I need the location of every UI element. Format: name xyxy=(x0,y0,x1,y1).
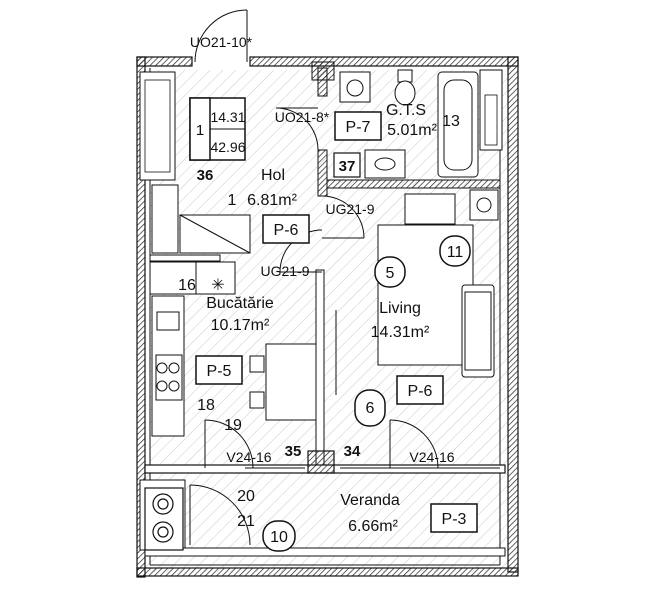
room-veranda-panel: P-3 xyxy=(442,511,467,528)
element-number-20: 20 xyxy=(237,488,255,505)
apartment-number: 1 xyxy=(196,122,204,139)
room-bucatarie: Bucătărie 10.17m² P-5 xyxy=(195,295,274,385)
wall-numbers: 36 37 35 34 13 16 18 19 20 21 1 xyxy=(178,113,460,530)
room-hol-name: Hol xyxy=(261,167,285,184)
marker-10: 10 xyxy=(270,529,288,546)
element-number-19: 19 xyxy=(224,417,242,434)
room-bucatarie-name: Bucătărie xyxy=(206,295,274,312)
veranda-fixtures xyxy=(144,487,184,551)
element-number-21: 21 xyxy=(237,513,255,530)
door-living-top-code: UG21-9 xyxy=(325,201,374,217)
apartment-total-area: 42.96 xyxy=(210,139,245,155)
element-number-13: 13 xyxy=(442,113,460,130)
room-gts-panel: P-7 xyxy=(346,119,371,136)
room-hol: Hol 6.81m² P-6 xyxy=(247,167,310,244)
room-gts-name: G.T.S xyxy=(386,102,426,119)
apartment-living-area: 14.31 xyxy=(210,109,245,125)
asterisk-mark: ✳ xyxy=(211,277,224,294)
wall-number-36: 36 xyxy=(197,167,214,184)
element-number-18: 18 xyxy=(197,397,215,414)
room-living: Living 14.31m² P-6 xyxy=(371,300,444,405)
wall-number-35: 35 xyxy=(285,443,302,460)
room-living-panel: P-6 xyxy=(408,383,433,400)
element-number-16: 16 xyxy=(178,277,196,294)
outer-walls xyxy=(136,56,519,578)
room-hol-area: 6.81m² xyxy=(247,192,297,209)
door-swings xyxy=(189,9,439,546)
wall-number-37: 37 xyxy=(339,158,356,175)
element-number-1: 1 xyxy=(228,192,237,209)
room-bucatarie-area: 10.17m² xyxy=(211,317,270,334)
room-gts: G.T.S 5.01m² P-7 xyxy=(334,102,438,141)
apartment-info-box: 1 14.31 42.96 xyxy=(196,109,246,155)
marker-6: 6 xyxy=(366,400,375,417)
circle-markers: 5 11 6 10 xyxy=(262,235,471,552)
door-codes: UO21-10* UO21-8* UG21-9 UG21-9 xyxy=(190,34,375,279)
room-veranda-area: 6.66m² xyxy=(348,518,398,535)
room-veranda: Veranda 6.66m² P-3 xyxy=(340,492,478,535)
door-bath-code: UO21-8* xyxy=(275,109,330,125)
marker-11: 11 xyxy=(447,244,464,261)
room-veranda-name: Veranda xyxy=(340,492,400,509)
room-living-area: 14.31m² xyxy=(371,324,430,341)
room-bucatarie-panel: P-5 xyxy=(207,363,232,380)
kitchen-furniture xyxy=(149,184,317,437)
window-codes: V24-16 V24-16 xyxy=(226,449,454,465)
room-hol-panel: P-6 xyxy=(274,222,299,239)
room-gts-area: 5.01m² xyxy=(387,122,437,139)
door-living-mid-code: UG21-9 xyxy=(260,263,309,279)
door-entry-code: UO21-10* xyxy=(190,34,253,50)
marker-5: 5 xyxy=(386,265,395,282)
room-living-name: Living xyxy=(379,300,421,317)
window-left-code: V24-16 xyxy=(226,449,271,465)
window-right-code: V24-16 xyxy=(409,449,454,465)
wall-number-34: 34 xyxy=(344,443,361,460)
bathroom-fixtures xyxy=(339,69,479,179)
